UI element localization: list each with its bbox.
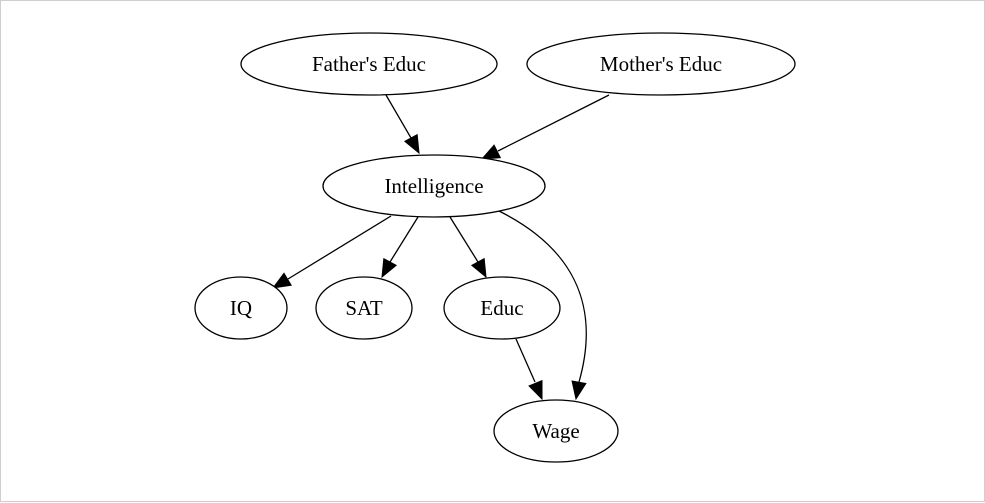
node-label: Wage <box>532 419 579 443</box>
node-fathers-educ: Father's Educ <box>240 32 498 96</box>
arrowhead <box>480 144 502 160</box>
edge-intel-to-educ <box>449 216 487 279</box>
edges-layer <box>271 94 610 401</box>
node-ellipse <box>322 154 546 218</box>
node-ellipse <box>443 276 561 340</box>
node-label: IQ <box>230 296 252 320</box>
node-wage: Wage <box>493 399 619 463</box>
arrowhead <box>470 257 487 279</box>
node-label: Father's Educ <box>312 52 426 76</box>
node-label: Intelligence <box>384 174 483 198</box>
edge-line <box>515 338 536 383</box>
node-ellipse <box>315 276 413 340</box>
arrowhead <box>271 272 292 289</box>
node-ellipse <box>240 32 498 96</box>
nodes-layer: Father's Educ Mother's Educ Intelligence… <box>194 32 796 463</box>
edge-father-to-intel <box>385 94 420 155</box>
edge-intel-to-sat <box>381 216 419 279</box>
edge-educ-to-wage <box>515 338 543 401</box>
node-label: SAT <box>345 296 383 320</box>
edge-line <box>498 210 587 383</box>
node-label: Mother's Educ <box>600 52 722 76</box>
arrowhead <box>528 379 543 401</box>
node-sat: SAT <box>315 276 413 340</box>
edge-intel-to-iq <box>271 215 392 289</box>
edge-line <box>497 94 610 152</box>
node-ellipse <box>194 276 288 340</box>
edge-line <box>385 94 412 139</box>
edge-line <box>449 216 479 263</box>
node-label: Educ <box>480 296 523 320</box>
edge-line <box>287 215 392 280</box>
edge-intel-to-wage <box>498 210 587 401</box>
arrowhead <box>571 380 587 401</box>
node-iq: IQ <box>194 276 288 340</box>
arrowhead <box>381 257 398 279</box>
node-intelligence: Intelligence <box>322 154 546 218</box>
arrowhead <box>403 133 420 155</box>
node-mothers-educ: Mother's Educ <box>526 32 796 96</box>
node-ellipse <box>526 32 796 96</box>
edge-line <box>389 216 419 263</box>
edge-mother-to-intel <box>480 94 610 160</box>
node-educ: Educ <box>443 276 561 340</box>
node-ellipse <box>493 399 619 463</box>
